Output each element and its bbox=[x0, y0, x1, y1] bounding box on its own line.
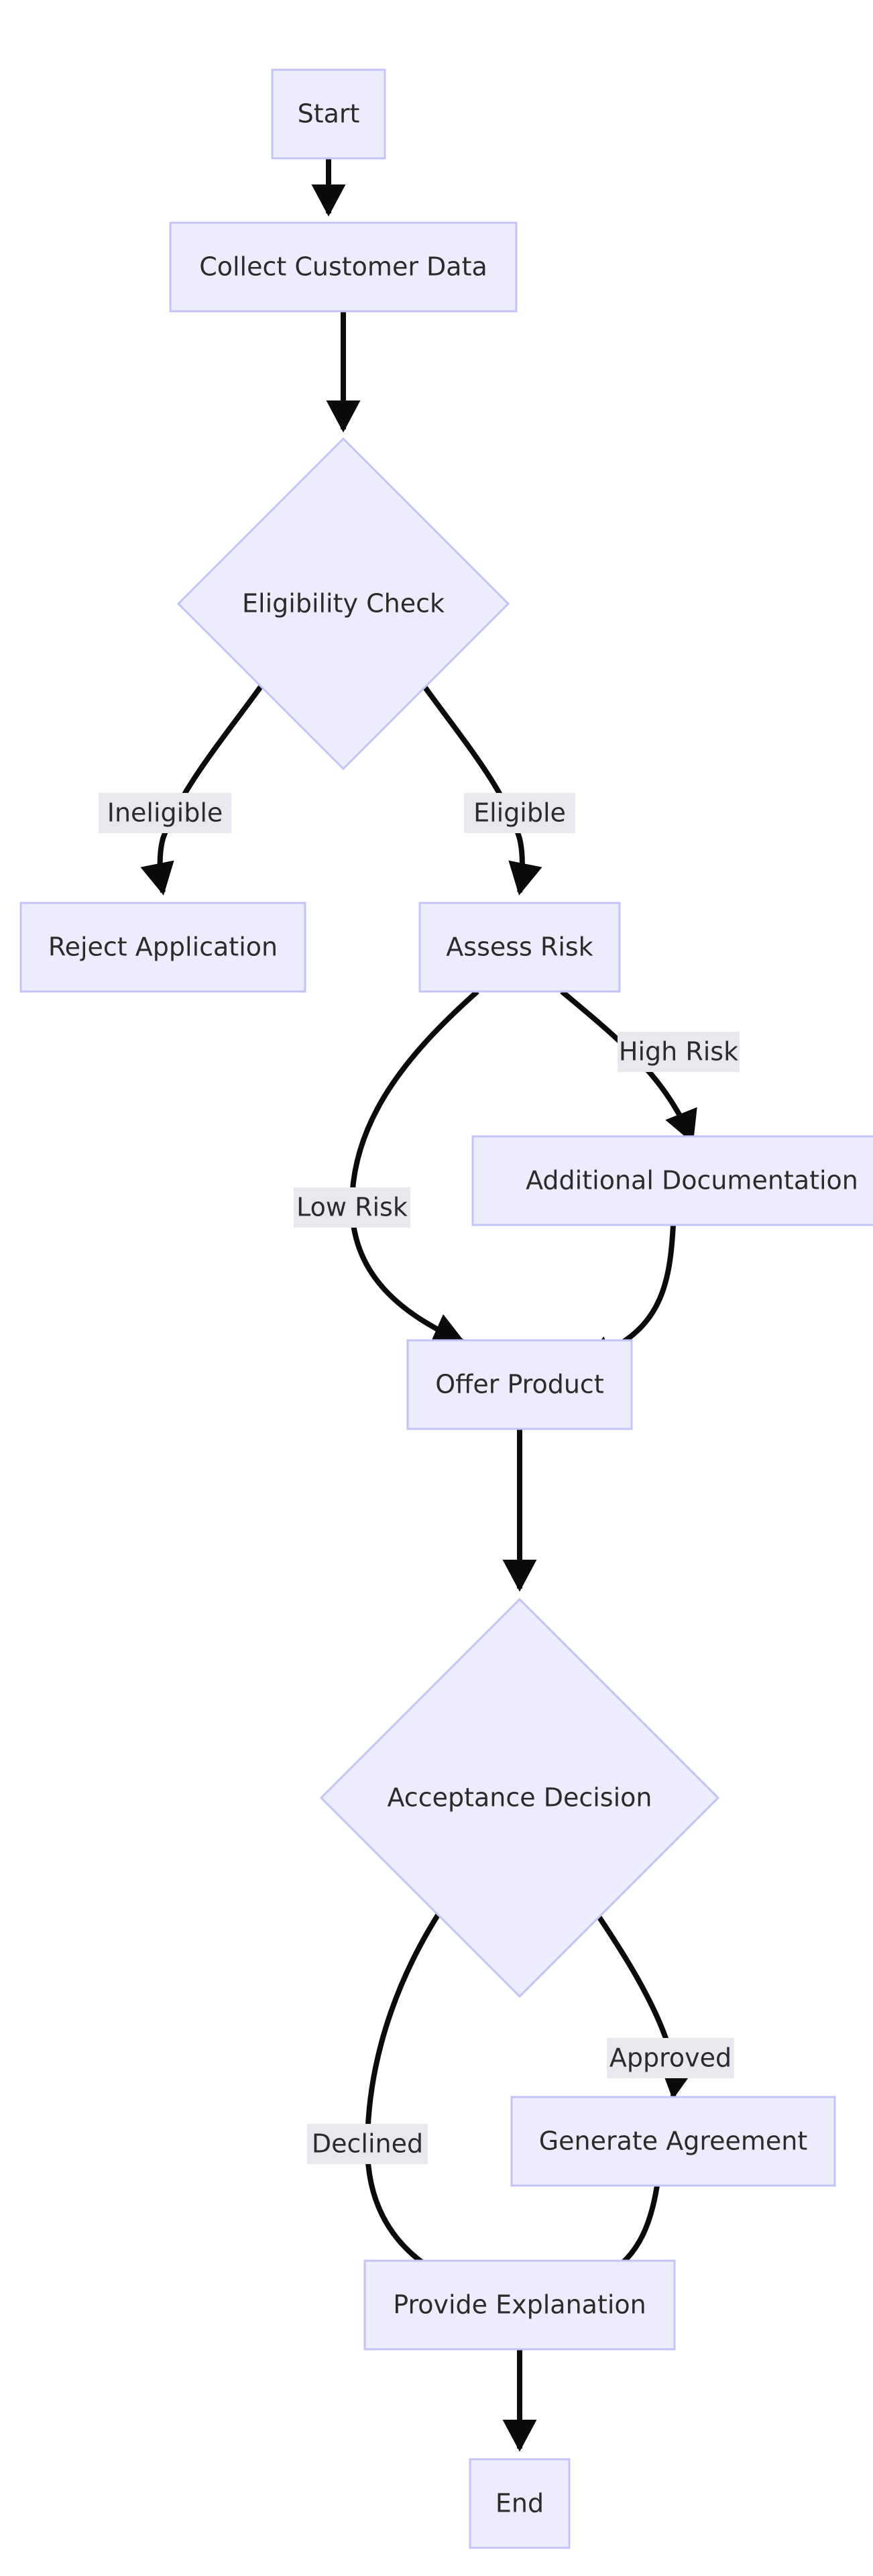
node-reject-application-shape[interactable] bbox=[19, 902, 306, 993]
edge-label-ineligible-text: Ineligible bbox=[107, 798, 223, 828]
node-eligibility-check-shape[interactable] bbox=[176, 437, 510, 771]
edge-label-high-risk-bg bbox=[618, 1032, 740, 1072]
node-generate-agreement-label: Generate Agreement bbox=[539, 2127, 808, 2156]
edge-label-low-risk-text: Low Risk bbox=[296, 1193, 408, 1222]
edge-label-low-risk-bg bbox=[294, 1187, 410, 1228]
edge-label-approved-text: Approved bbox=[609, 2043, 732, 2073]
node-acceptance-decision-label: Acceptance Decision bbox=[387, 1783, 652, 1813]
node-collect-customer-data-label: Collect Customer Data bbox=[199, 252, 487, 282]
edge-label-ineligible: Ineligible bbox=[99, 793, 231, 833]
node-collect-customer-data-shape[interactable] bbox=[169, 221, 518, 313]
node-offer-product-shape[interactable] bbox=[406, 1339, 633, 1430]
node-additional-documentation[interactable]: Additional Documentation bbox=[471, 1135, 873, 1226]
node-reject-application[interactable]: Reject Application bbox=[19, 902, 306, 993]
node-additional-documentation-label: Additional Documentation bbox=[526, 1166, 858, 1195]
edge-label-eligible-text: Eligible bbox=[473, 798, 566, 828]
edge-label-ineligible-bg bbox=[99, 793, 231, 833]
node-layer: Start Collect Customer Data Eligibility … bbox=[19, 68, 873, 2549]
node-end[interactable]: End bbox=[469, 2458, 571, 2549]
node-collect-customer-data[interactable]: Collect Customer Data bbox=[169, 221, 518, 313]
edge-eligibility-to-assess bbox=[421, 684, 542, 896]
node-end-label: End bbox=[496, 2489, 544, 2518]
node-acceptance-decision-shape[interactable] bbox=[319, 1597, 720, 1998]
node-offer-product-label: Offer Product bbox=[435, 1370, 603, 1399]
edge-assess-to-offer bbox=[349, 989, 479, 1346]
node-provide-explanation[interactable]: Provide Explanation bbox=[363, 2259, 676, 2351]
node-generate-agreement[interactable]: Generate Agreement bbox=[510, 2096, 836, 2187]
edge-label-high-risk: High Risk bbox=[618, 1032, 740, 1072]
node-start[interactable]: Start bbox=[271, 68, 386, 160]
node-assess-risk-shape[interactable] bbox=[418, 902, 621, 993]
edge-assess-to-additional bbox=[560, 989, 697, 1144]
node-additional-documentation-shape[interactable] bbox=[471, 1135, 873, 1226]
edge-label-layer: Ineligible Eligible High Risk Low Risk A… bbox=[99, 793, 740, 2164]
node-provide-explanation-shape[interactable] bbox=[363, 2259, 676, 2351]
node-acceptance-decision[interactable]: Acceptance Decision bbox=[319, 1597, 720, 1998]
node-eligibility-check-label: Eligibility Check bbox=[242, 589, 445, 619]
edge-label-high-risk-text: High Risk bbox=[619, 1037, 738, 1067]
edge-label-low-risk: Low Risk bbox=[294, 1187, 410, 1228]
edge-acceptance-to-agreement bbox=[582, 1894, 695, 2100]
edge-label-approved-bg bbox=[607, 2038, 734, 2078]
node-provide-explanation-label: Provide Explanation bbox=[393, 2290, 646, 2320]
edge-label-declined: Declined bbox=[307, 2124, 428, 2164]
edge-eligibility-to-reject bbox=[140, 684, 264, 896]
node-end-shape[interactable] bbox=[469, 2458, 571, 2549]
node-offer-product[interactable]: Offer Product bbox=[406, 1339, 633, 1430]
node-assess-risk-label: Assess Risk bbox=[446, 932, 593, 962]
node-assess-risk[interactable]: Assess Risk bbox=[418, 902, 621, 993]
node-start-label: Start bbox=[298, 99, 360, 129]
edge-label-declined-text: Declined bbox=[312, 2129, 423, 2159]
edge-label-approved: Approved bbox=[607, 2038, 734, 2078]
node-eligibility-check[interactable]: Eligibility Check bbox=[176, 437, 510, 771]
edge-label-declined-bg bbox=[307, 2124, 428, 2164]
edge-label-eligible: Eligible bbox=[464, 793, 575, 833]
node-generate-agreement-shape[interactable] bbox=[510, 2096, 836, 2187]
edge-acceptance-to-explain bbox=[364, 1894, 473, 2294]
node-reject-application-label: Reject Application bbox=[48, 932, 278, 962]
node-start-shape[interactable] bbox=[271, 68, 386, 160]
edge-label-eligible-bg bbox=[464, 793, 575, 833]
